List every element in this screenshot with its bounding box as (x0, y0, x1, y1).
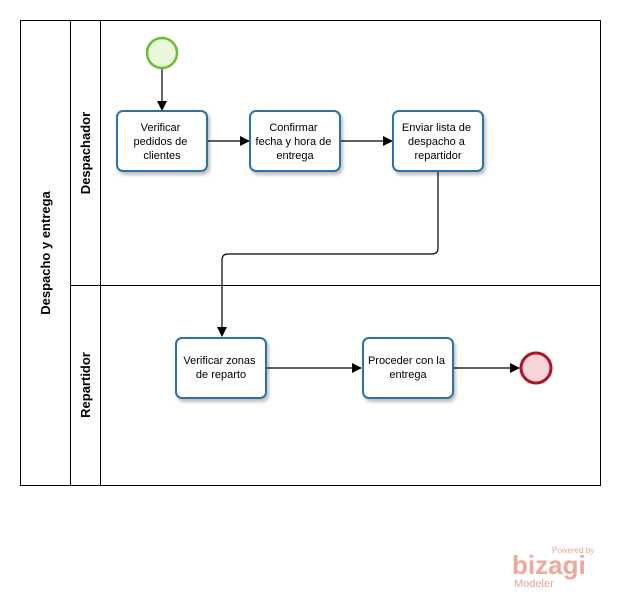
start-event[interactable] (145, 36, 179, 70)
lane-label-repartidor: Repartidor (78, 352, 93, 418)
watermark-product: Modeler (514, 578, 554, 590)
task-confirmar-fecha[interactable] (249, 110, 341, 172)
task-verificar-zonas-label: Verificar zonas de reparto (183, 355, 258, 381)
task-proceder-entrega-label: Proceder con la entrega (368, 355, 448, 381)
task-enviar-lista-label: Enviar lista de despacho a repartidor (402, 122, 474, 162)
watermark-brand-name: bizagi (512, 550, 586, 580)
end-event[interactable] (519, 351, 553, 385)
task-verificar-pedidos-label: Verificar pedidos de clientes (134, 122, 191, 162)
lane-label-despachador: Despachador (78, 112, 93, 194)
task-verificar-zonas[interactable] (175, 337, 267, 399)
bizagi-watermark: Powered by bizagi Modeler (512, 546, 594, 590)
task-enviar-lista[interactable] (392, 110, 484, 172)
watermark-powered-by: Powered by (552, 546, 594, 555)
pool-border (20, 20, 601, 486)
task-confirmar-fecha-label: Confirmar fecha y hora de entrega (256, 122, 335, 162)
flow-enviar-to-verificar-zonas (217, 171, 439, 337)
task-verificar-pedidos[interactable] (116, 110, 208, 172)
pool-label: Despacho y entrega (38, 190, 53, 314)
sequence-flows (157, 69, 520, 373)
task-proceder-entrega[interactable] (362, 337, 454, 399)
